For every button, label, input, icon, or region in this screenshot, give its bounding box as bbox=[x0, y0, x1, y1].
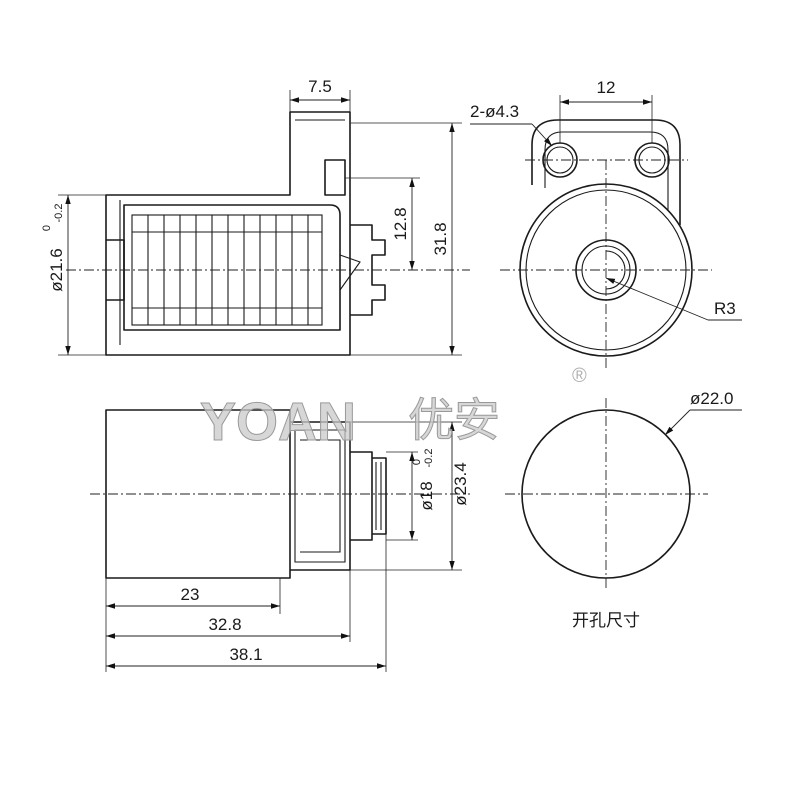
svg-text:ø21.6: ø21.6 bbox=[47, 248, 66, 291]
cutout-label: 开孔尺寸 bbox=[572, 611, 640, 631]
dim-text-12: 12 bbox=[597, 78, 616, 97]
front-view bbox=[500, 119, 712, 370]
dim-text-31-8: 31.8 bbox=[431, 222, 450, 255]
tol-upper-18: 0 bbox=[411, 459, 423, 465]
brand-watermark: YOAN 优安 ® bbox=[200, 365, 588, 453]
dim-text-23-4: ø23.4 bbox=[451, 462, 470, 505]
dim-text-22: ø22.0 bbox=[690, 389, 733, 408]
dim-text-38-1: 38.1 bbox=[229, 645, 262, 664]
tol-upper-21-6: 0 bbox=[41, 225, 53, 231]
dim-text-23: 23 bbox=[181, 585, 200, 604]
dim-12-8: 12.8 bbox=[345, 177, 420, 270]
watermark-brand: YOAN bbox=[200, 392, 356, 452]
dim-text-r3: R3 bbox=[714, 299, 736, 318]
dim-lengths: 23 32.8 38.1 bbox=[105, 534, 387, 672]
dim-text-18: ø18 bbox=[417, 481, 436, 510]
dim-text-21-6: ø21.6 bbox=[47, 248, 66, 291]
dim-text-holes: 2-ø4.3 bbox=[470, 102, 519, 121]
callout-r3: R3 bbox=[605, 277, 742, 321]
dim-23-4: ø23.4 bbox=[350, 421, 470, 571]
dim-18: ø18 0 -0.2 bbox=[386, 449, 436, 541]
watermark-brand-cn: 优安 bbox=[408, 393, 500, 447]
dim-text-7-5: 7.5 bbox=[308, 77, 332, 96]
side-view bbox=[90, 409, 470, 579]
watermark-registered: ® bbox=[572, 365, 587, 387]
dim-21-6: ø21.6 0 -0.2 bbox=[41, 194, 106, 356]
spring-coils bbox=[131, 214, 323, 326]
section-view bbox=[105, 111, 386, 356]
cutout-view: ø22.0 开孔尺寸 bbox=[505, 389, 742, 631]
dim-7-5: 7.5 bbox=[289, 77, 351, 112]
dim-text-32-8: 32.8 bbox=[208, 615, 241, 634]
dim-12: 12 bbox=[559, 78, 653, 143]
dim-31-8: 31.8 bbox=[350, 122, 462, 356]
tol-lower-18: -0.2 bbox=[423, 449, 435, 468]
callout-holes: 2-ø4.3 bbox=[470, 102, 553, 147]
tol-lower-21-6: -0.2 bbox=[53, 204, 65, 223]
dim-text-12-8: 12.8 bbox=[391, 207, 410, 240]
